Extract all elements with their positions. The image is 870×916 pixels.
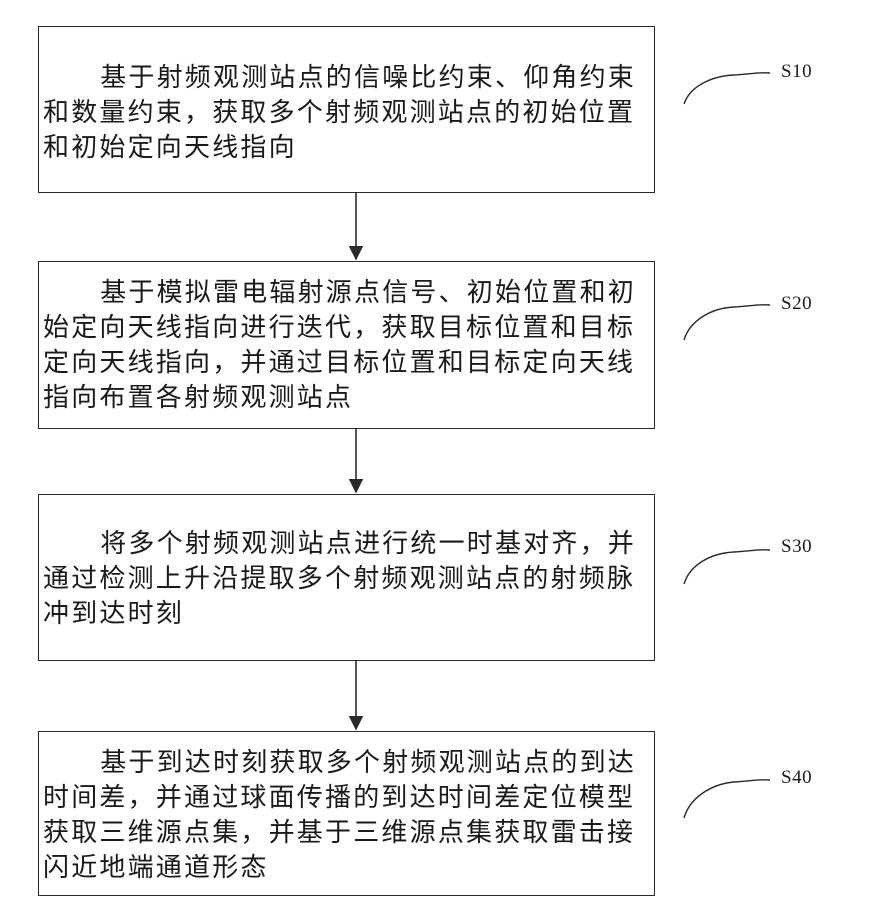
leader-line-s20	[684, 305, 770, 340]
step-box-s20: 基于模拟雷电辐射源点信号、初始位置和初始定向天线指向进行迭代，获取目标位置和目标…	[38, 261, 655, 429]
step-label-s20: S20	[781, 293, 812, 315]
step-text-s40: 基于到达时刻获取多个射频观测站点的到达时间差，并通过球面传播的到达时间差定位模型…	[43, 746, 648, 886]
leader-lines	[684, 73, 770, 818]
step-label-s10: S10	[781, 61, 812, 83]
step-text-s10: 基于射频观测站点的信噪比约束、仰角约束和数量约束，获取多个射频观测站点的初始位置…	[43, 61, 648, 166]
step-text-s20: 基于模拟雷电辐射源点信号、初始位置和初始定向天线指向进行迭代，获取目标位置和目标…	[43, 276, 648, 416]
leader-line-s30	[684, 550, 770, 584]
step-box-s30: 将多个射频观测站点进行统一时基对齐，并通过检测上升沿提取多个射频观测站点的射频脉…	[38, 494, 655, 661]
step-label-s40: S40	[781, 767, 812, 789]
step-text-s30: 将多个射频观测站点进行统一时基对齐，并通过检测上升沿提取多个射频观测站点的射频脉…	[43, 527, 648, 632]
step-label-s30: S30	[781, 536, 812, 558]
leader-line-s40	[684, 780, 770, 818]
leader-line-s10	[684, 73, 770, 104]
step-box-s40: 基于到达时刻获取多个射频观测站点的到达时间差，并通过球面传播的到达时间差定位模型…	[38, 731, 655, 896]
step-box-s10: 基于射频观测站点的信噪比约束、仰角约束和数量约束，获取多个射频观测站点的初始位置…	[38, 26, 655, 193]
